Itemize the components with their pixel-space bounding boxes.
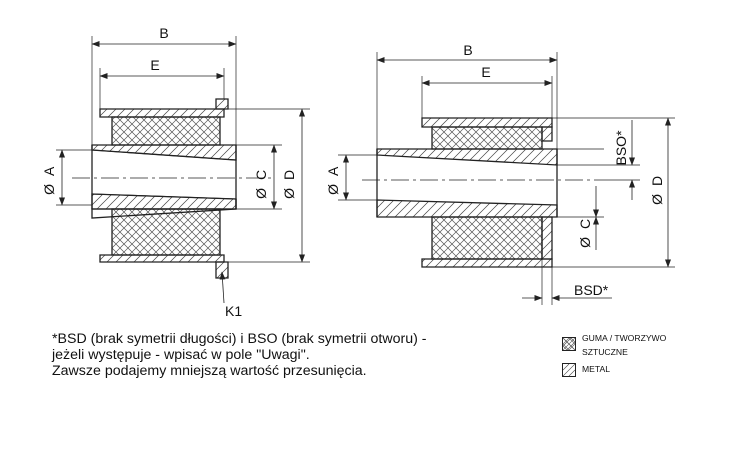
right-dim-d-label: D xyxy=(649,176,665,186)
right-inner-sleeve-upper xyxy=(376,148,558,166)
right-rubber-upper xyxy=(431,126,543,150)
right-dim-a-label: A xyxy=(325,166,341,176)
left-dim-e-label: E xyxy=(150,57,159,73)
left-dim-d-symbol: Ø xyxy=(281,188,297,199)
right-dim-bso-label: BSO* xyxy=(613,130,629,166)
left-outer-sleeve-lower xyxy=(99,254,225,263)
right-dim-e-label: E xyxy=(481,64,490,80)
right-bushing-view: B E Ø A Ø C BSO* xyxy=(325,42,675,305)
right-dim-c-label: C xyxy=(577,219,593,229)
right-dim-bsd-label: BSD* xyxy=(574,282,609,298)
left-inner-sleeve-upper xyxy=(91,144,237,161)
right-dim-a-symbol: Ø xyxy=(325,184,341,195)
left-dim-c-symbol: Ø xyxy=(253,188,269,199)
right-dim-c-symbol: Ø xyxy=(577,237,593,248)
legend-rubber-label-2: SZTUCZNE xyxy=(582,347,628,357)
right-outer-sleeve-lower xyxy=(421,258,553,268)
note-line-1: *BSD (brak symetrii długości) i BSO (bra… xyxy=(52,331,427,347)
left-dim-a-symbol: Ø xyxy=(41,184,57,195)
right-inner-sleeve-lower xyxy=(376,199,558,218)
note-line-3: Zawsze podajemy mniejszą wartość przesun… xyxy=(52,363,367,379)
left-rubber-lower xyxy=(111,208,221,256)
left-rubber-upper xyxy=(111,116,221,146)
note-line-2: jeżeli występuje - wpisać w pole "Uwagi"… xyxy=(52,347,310,363)
left-dim-c-label: C xyxy=(253,170,269,180)
left-k1-label: K1 xyxy=(225,303,242,319)
right-dim-b-label: B xyxy=(463,42,472,58)
legend-metal-label: METAL xyxy=(582,364,611,374)
note-text: *BSD (brak symetrii długości) i BSO (bra… xyxy=(52,331,522,379)
right-outer-sleeve-upper xyxy=(421,117,553,128)
left-dim-d-label: D xyxy=(281,170,297,180)
left-dim-a-label: A xyxy=(41,166,57,176)
metal-hatch-swatch xyxy=(562,363,576,377)
left-flange-upper xyxy=(215,98,229,110)
left-bushing-view: B E Ø A Ø C Ø D K1 xyxy=(41,25,310,319)
right-rubber-lower xyxy=(431,216,543,260)
right-dim-d-symbol: Ø xyxy=(649,194,665,205)
rubber-hatch-swatch xyxy=(562,337,576,351)
legend-rubber-label-1: GUMA / TWORZYWO xyxy=(582,333,667,343)
left-outer-sleeve-upper xyxy=(99,108,225,118)
left-dim-b-label: B xyxy=(159,25,168,41)
